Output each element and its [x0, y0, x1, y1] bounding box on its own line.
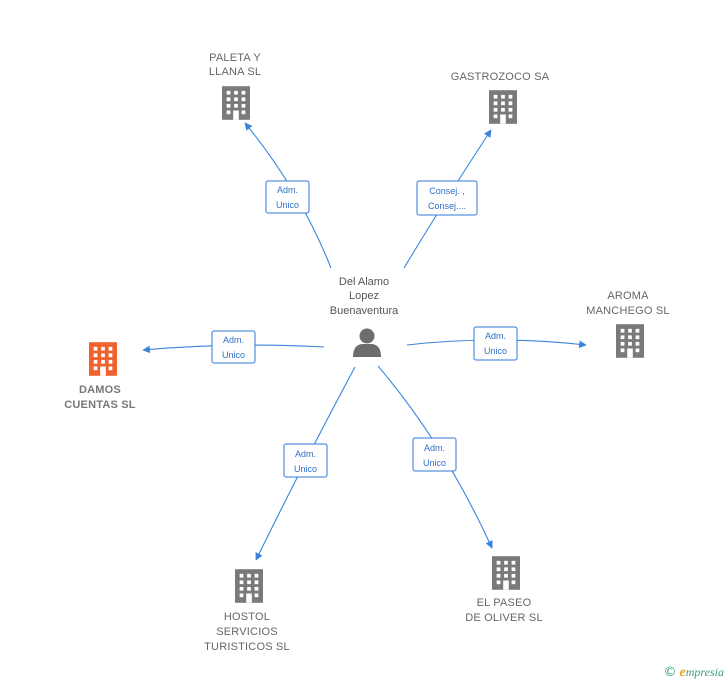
person-name-line: Lopez [349, 290, 379, 302]
company-name-line: HOSTOL [224, 611, 270, 623]
edge-label-line: Adm. [424, 443, 445, 453]
edge-label-line: Consej.... [428, 201, 466, 211]
building-icon [222, 86, 250, 120]
company-name-line: GASTROZOCO SA [451, 71, 550, 83]
brand-footer: © empresia [664, 665, 724, 681]
edge-label-line: Adm. [277, 185, 298, 195]
company-name-line: AROMA [607, 290, 649, 302]
company-node-aroma[interactable]: AROMA MANCHEGO SL [586, 290, 670, 358]
person-node[interactable]: Del Alamo Lopez Buenaventura [330, 276, 399, 357]
company-name-line: EL PASEO [477, 597, 532, 609]
edge-label-line: Unico [294, 464, 317, 474]
person-name-line: Buenaventura [330, 305, 399, 317]
edge-label-paleta[interactable]: Adm. Unico [265, 180, 310, 214]
edge-label-line: Unico [276, 200, 299, 210]
building-icon [616, 324, 644, 358]
company-name-line: DAMOS [79, 384, 121, 396]
company-name-line: MANCHEGO SL [586, 305, 670, 317]
edge-label-gastrozoco[interactable]: Consej. , Consej.... [416, 180, 478, 216]
copyright-symbol: © [663, 665, 677, 680]
edge-label-line: Adm. [223, 335, 244, 345]
company-node-hostol[interactable]: HOSTOL SERVICIOS TURISTICOS SL [204, 569, 290, 653]
edge-label-line: Adm. [485, 331, 506, 341]
company-name-line: TURISTICOS SL [204, 641, 290, 653]
company-node-damos[interactable]: DAMOS CUENTAS SL [64, 342, 136, 411]
company-node-gastrozoco[interactable]: GASTROZOCO SA [451, 71, 550, 124]
edge-label-line: Consej. , [429, 186, 465, 196]
company-name-line: LLANA SL [209, 66, 261, 78]
company-name-line: DE OLIVER SL [465, 612, 543, 624]
building-icon [492, 556, 520, 590]
company-name-line: SERVICIOS [216, 626, 278, 638]
edge-label-line: Unico [484, 346, 507, 356]
company-node-paleta[interactable]: PALETA Y LLANA SL [209, 52, 262, 120]
edge-label-hostol[interactable]: Adm. Unico [283, 443, 328, 478]
edge-label-aroma[interactable]: Adm. Unico [473, 326, 518, 361]
edge-label-line: Unico [222, 350, 245, 360]
edge-label-damos[interactable]: Adm. Unico [211, 330, 256, 364]
edge-label-line: Adm. [295, 449, 316, 459]
edge-label-line: Unico [423, 458, 446, 468]
company-node-elpaseo[interactable]: EL PASEO DE OLIVER SL [465, 556, 543, 624]
company-name-line: CUENTAS SL [64, 399, 136, 411]
building-icon [235, 569, 263, 603]
company-name-line: PALETA Y [209, 52, 261, 64]
building-icon [89, 342, 117, 376]
brand-logo-initial: e [679, 665, 686, 680]
person-icon [353, 328, 381, 357]
person-name-line: Del Alamo [339, 276, 389, 288]
building-icon [489, 90, 517, 124]
edge-label-elpaseo[interactable]: Adm. Unico [412, 437, 457, 472]
brand-logo-text: mpresia [685, 665, 724, 679]
